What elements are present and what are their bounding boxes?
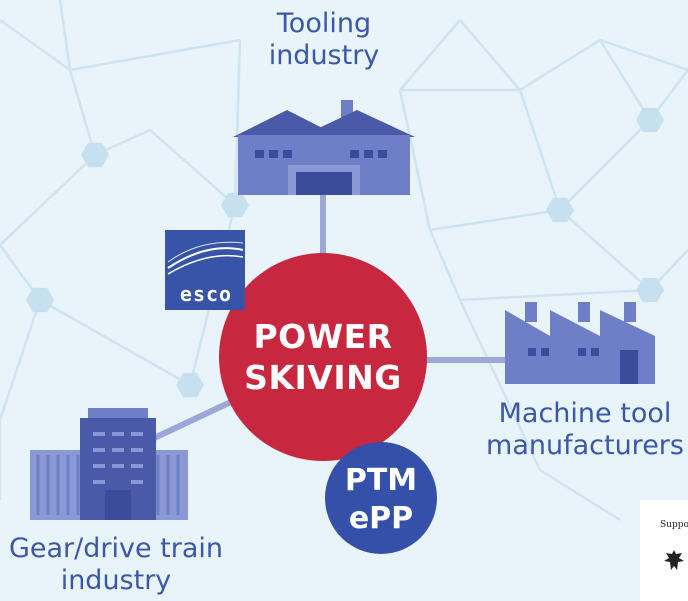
gear-drive-label: Gear/drive train industry	[0, 533, 232, 596]
machine-tool-label: Machine tool manufacturers	[476, 398, 688, 461]
network-link	[0, 154, 96, 246]
tooling-industry-label: Tooling industry	[224, 8, 424, 71]
network-link	[69, 38, 241, 72]
esco-logo-text: esco	[179, 282, 233, 306]
power-skiving-circle	[219, 253, 427, 461]
network-link	[559, 209, 651, 291]
background-network-nodes	[26, 107, 664, 398]
gear-label-line2: industry	[60, 564, 172, 596]
network-link	[39, 298, 191, 387]
network-link	[459, 288, 651, 302]
network-link	[0, 18, 71, 72]
network-link	[68, 69, 97, 156]
support-notice-text: Suppo	[660, 520, 688, 530]
network-node	[221, 192, 249, 218]
tooling-label-line2: industry	[268, 39, 380, 71]
network-link	[233, 39, 242, 206]
network-node	[176, 372, 204, 398]
gear-drive-building-icon	[30, 408, 188, 520]
network-node	[546, 197, 574, 223]
network-node	[636, 277, 664, 303]
network-link	[458, 299, 542, 471]
network-link	[519, 38, 601, 92]
background-network-mesh	[0, 0, 688, 522]
network-link	[149, 129, 236, 206]
tooling-label-line1: Tooling	[276, 8, 372, 39]
network-link	[58, 0, 72, 71]
network-link	[429, 208, 561, 232]
ptm-epp-circle	[325, 442, 437, 554]
network-link	[539, 468, 621, 522]
gear-label-line1: Gear/drive train	[8, 533, 224, 564]
network-link	[599, 38, 688, 72]
power-skiving-label: POWER SKIVING	[218, 316, 428, 399]
network-link	[0, 299, 42, 421]
network-link	[428, 229, 462, 301]
ptm-epp-line1: PTM	[344, 463, 418, 498]
network-link	[598, 39, 652, 121]
network-link	[399, 19, 461, 91]
network-node	[81, 142, 109, 168]
network-link	[518, 89, 562, 211]
ptm-epp-line2: ePP	[348, 500, 414, 536]
esco-logo	[165, 230, 245, 310]
network-link	[398, 89, 432, 231]
connector-gear-drive	[148, 397, 237, 443]
ptm-epp-label: PTM ePP	[326, 462, 436, 537]
tooling-factory-icon	[233, 100, 415, 195]
machine-tool-factory-icon	[505, 302, 655, 384]
network-link	[459, 19, 521, 91]
machine-label-line2: manufacturers	[486, 429, 684, 461]
network-node	[26, 287, 54, 313]
eagle-emblem-icon	[664, 550, 684, 570]
network-node	[636, 107, 664, 133]
power-skiving-line2: SKIVING	[244, 358, 402, 398]
machine-label-line1: Machine tool	[498, 398, 672, 429]
network-link	[559, 119, 651, 211]
power-skiving-line1: POWER	[253, 317, 393, 356]
support-notice-panel	[640, 500, 688, 601]
